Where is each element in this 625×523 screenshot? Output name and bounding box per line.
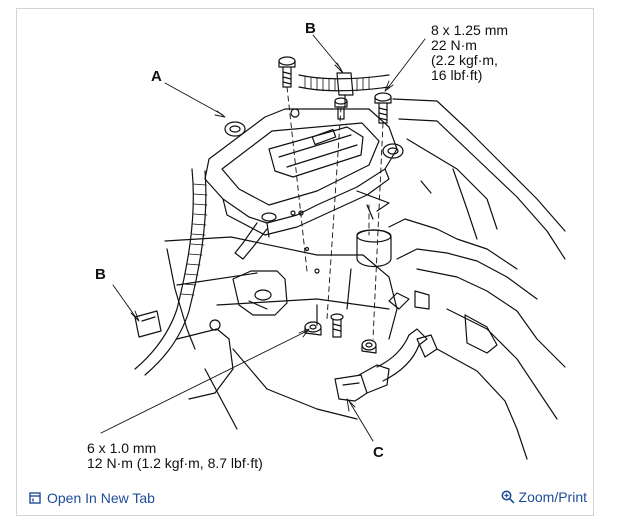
leader-b-left xyxy=(112,284,138,320)
bolt-lower-1 xyxy=(304,321,322,336)
bolt-top-right xyxy=(374,92,392,124)
callout-b-left: B xyxy=(95,266,106,283)
open-in-new-tab-icon xyxy=(29,492,41,504)
leader-a xyxy=(164,82,224,116)
zoom-print-label: Zoom/Print xyxy=(518,489,587,505)
spec-lower-line2: 12 N·m (1.2 kgf·m, 8.7 lbf·ft) xyxy=(87,455,263,471)
spec-upper-line4: 16 lbf·ft) xyxy=(431,67,483,83)
engine-mount-diagram xyxy=(100,34,566,460)
torque-spec-lower: 6 x 1.0 mm 12 N·m (1.2 kgf·m, 8.7 lbf·ft… xyxy=(87,441,263,470)
top-hose-clip xyxy=(336,72,354,96)
bolt-top-left xyxy=(278,56,296,88)
leader-c xyxy=(348,400,374,442)
leader-b-top xyxy=(312,34,342,70)
hose-clip-c xyxy=(334,374,368,402)
leader-spec-upper xyxy=(386,38,426,90)
bolt-lower-2 xyxy=(330,313,344,338)
body-panel xyxy=(164,236,398,340)
callout-a: A xyxy=(151,68,162,85)
viewer-footer: Open In New Tab Zoom/Print xyxy=(17,479,593,515)
spec-upper-line2: 22 N·m xyxy=(431,37,477,53)
mount-bracket xyxy=(204,108,398,224)
leader-spec-lower xyxy=(100,330,308,434)
open-in-new-tab-label: Open In New Tab xyxy=(47,490,155,506)
callout-b-top: B xyxy=(305,20,316,37)
left-hose xyxy=(134,168,194,370)
cylinder-boss xyxy=(356,229,392,268)
open-in-new-tab-link[interactable]: Open In New Tab xyxy=(29,490,155,506)
spec-upper-line3: (2.2 kgf·m, xyxy=(431,52,498,68)
callout-c: C xyxy=(373,444,384,461)
spec-lower-line1: 6 x 1.0 mm xyxy=(87,440,157,456)
top-hose xyxy=(298,74,390,80)
zoom-print-link[interactable]: Zoom/Print xyxy=(501,489,587,505)
diagram-viewer: A B B C 8 x 1.25 mm 22 N·m (2.2 kgf·m, 1… xyxy=(16,8,594,516)
left-hose-clip xyxy=(134,310,162,338)
lower-mount xyxy=(232,270,288,316)
torque-spec-upper: 8 x 1.25 mm 22 N·m (2.2 kgf·m, 16 lbf·ft… xyxy=(431,23,508,82)
zoom-icon xyxy=(501,490,515,504)
spec-upper-line1: 8 x 1.25 mm xyxy=(431,22,509,38)
bolt-lower-3 xyxy=(361,339,377,354)
